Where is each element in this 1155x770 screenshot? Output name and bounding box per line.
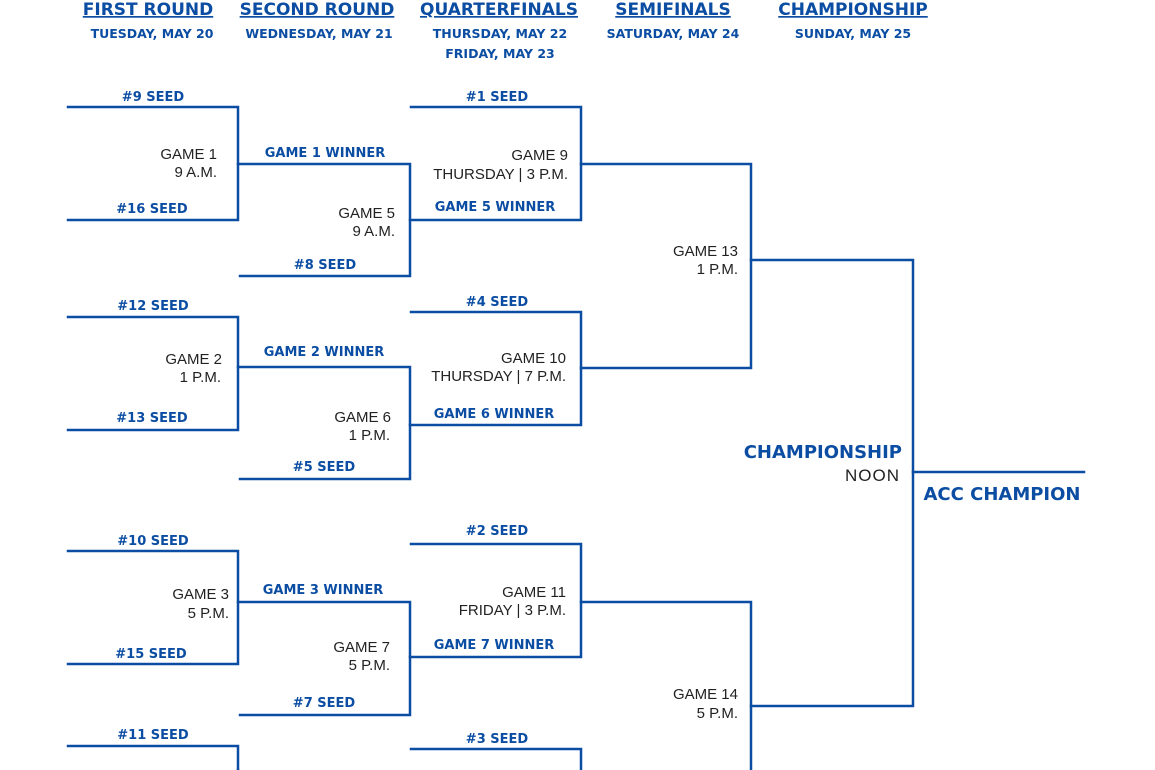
game-14-label: GAME 14 (673, 686, 738, 703)
game-6-time: 1 P.M. (349, 427, 390, 444)
acc-champion-label: ACC CHAMPION (924, 484, 1081, 505)
bracket-line-game-6 (236, 365, 412, 481)
bracket-line-game-13 (579, 162, 753, 370)
slot-seed-16: #16 SEED (116, 202, 188, 217)
slot-game-7-winner: GAME 7 WINNER (434, 638, 554, 653)
bracket-line-game-2 (66, 315, 240, 432)
round-date-quarterfinals-2: FRIDAY, MAY 23 (445, 46, 554, 61)
round-date-semifinals: SATURDAY, MAY 24 (607, 26, 740, 41)
game-13-label: GAME 13 (673, 243, 738, 260)
bracket-line-game-14 (579, 600, 753, 770)
game-10-time: THURSDAY | 7 P.M. (431, 368, 566, 385)
slot-seed-1: #1 SEED (466, 90, 529, 105)
slot-seed-11: #11 SEED (117, 728, 189, 743)
game-3-time: 5 P.M. (188, 605, 229, 622)
slot-seed-8: #8 SEED (294, 258, 357, 273)
slot-seed-10: #10 SEED (117, 534, 189, 549)
game-11-time: FRIDAY | 3 P.M. (459, 602, 566, 619)
game-2-time: 1 P.M. (180, 369, 221, 386)
slot-seed-15: #15 SEED (115, 647, 187, 662)
game-14-time: 5 P.M. (697, 705, 738, 722)
round-header-semifinals: SEMIFINALS (615, 0, 731, 20)
slot-game-2-winner: GAME 2 WINNER (264, 345, 384, 360)
round-date-championship: SUNDAY, MAY 25 (795, 26, 911, 41)
game-3-label: GAME 3 (172, 586, 229, 603)
slot-seed-4: #4 SEED (466, 295, 529, 310)
bracket-line-championship (749, 258, 915, 708)
bracket-line-game-11 (408, 542, 583, 659)
round-header-first: FIRST ROUND (83, 0, 213, 20)
round-date-second: WEDNESDAY, MAY 21 (245, 26, 392, 41)
slot-game-5-winner: GAME 5 WINNER (435, 200, 555, 215)
round-header-championship: CHAMPIONSHIP (778, 0, 928, 20)
slot-seed-7: #7 SEED (293, 696, 356, 711)
game-7-label: GAME 7 (333, 639, 390, 656)
bracket-line-game-12 (409, 747, 583, 770)
round-header-quarterfinals: QUARTERFINALS (420, 0, 578, 20)
game-2-label: GAME 2 (165, 351, 222, 368)
bracket-line-game-3 (66, 549, 240, 666)
game-9-label: GAME 9 (511, 147, 568, 164)
slot-seed-9: #9 SEED (122, 90, 185, 105)
game-5-label: GAME 5 (338, 205, 395, 222)
bracket-line-game-7 (236, 600, 412, 717)
slot-game-3-winner: GAME 3 WINNER (263, 583, 383, 598)
game-6-label: GAME 6 (334, 409, 391, 426)
round-date-first: TUESDAY, MAY 20 (91, 26, 214, 41)
slot-game-6-winner: GAME 6 WINNER (434, 407, 554, 422)
slot-seed-5: #5 SEED (293, 460, 356, 475)
game-1-label: GAME 1 (160, 146, 217, 163)
game-11-label: GAME 11 (502, 584, 566, 601)
slot-seed-13: #13 SEED (116, 411, 188, 426)
game-5-time: 9 A.M. (352, 223, 395, 240)
game-1-time: 9 A.M. (174, 164, 217, 181)
game-9-time: THURSDAY | 3 P.M. (433, 166, 568, 183)
game-7-time: 5 P.M. (349, 657, 390, 674)
round-header-second: SECOND ROUND (240, 0, 395, 20)
slot-seed-2: #2 SEED (466, 524, 529, 539)
game-10-label: GAME 10 (501, 350, 566, 367)
slot-seed-12: #12 SEED (117, 299, 189, 314)
game-13-time: 1 P.M. (697, 261, 738, 278)
slot-game-1-winner: GAME 1 WINNER (265, 146, 385, 161)
championship-time: NOON (845, 466, 900, 485)
championship-title: CHAMPIONSHIP (744, 442, 902, 463)
slot-seed-3: #3 SEED (466, 732, 529, 747)
bracket-line-game-4 (66, 744, 240, 770)
round-date-quarterfinals-1: THURSDAY, MAY 22 (433, 26, 567, 41)
